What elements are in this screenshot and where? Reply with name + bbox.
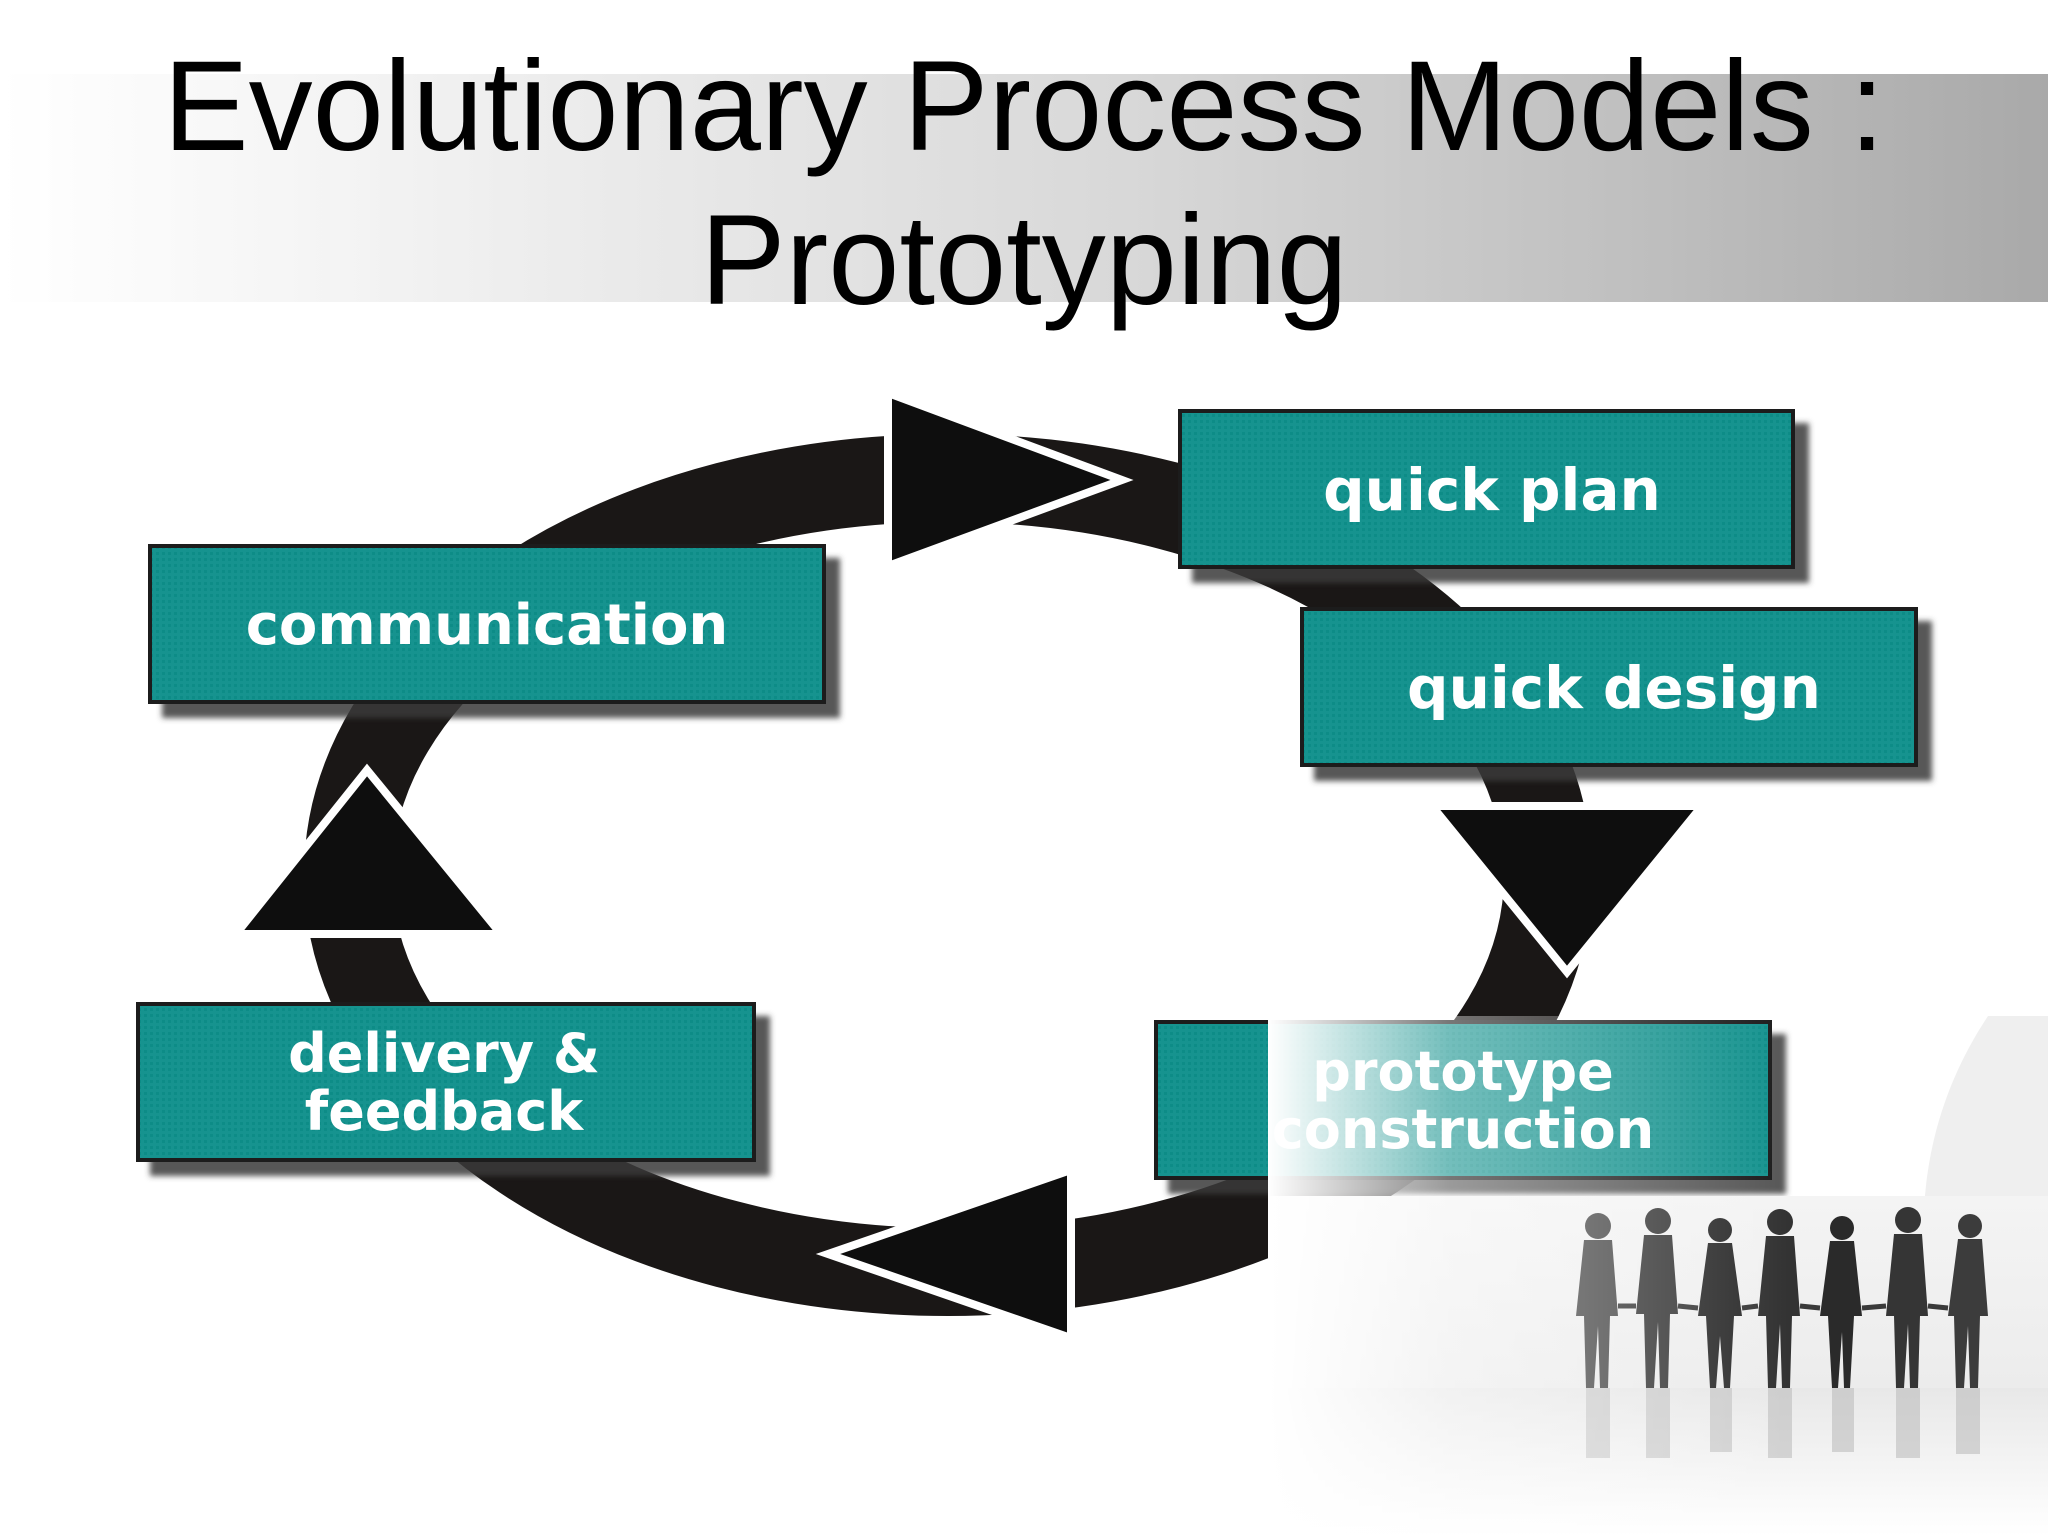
step-delivery-label-line-1: delivery & [288, 1022, 600, 1085]
title-band [0, 74, 2048, 302]
arrow-down-icon [1423, 802, 1711, 979]
step-quick-plan-label: quick plan [1323, 456, 1661, 524]
title-line-2: Prototyping [700, 189, 1348, 332]
step-quick-plan: quick plan [1178, 409, 1795, 569]
step-delivery-feedback: delivery & feedback [136, 1002, 756, 1162]
slide-title: Evolutionary Process Models : Prototypin… [124, 30, 1924, 338]
step-quick-design: quick design [1300, 607, 1918, 767]
arrow-up-icon [227, 763, 510, 938]
step-quick-design-label: quick design [1407, 654, 1821, 722]
title-line-1: Evolutionary Process Models : [163, 35, 1885, 178]
business-people-image [1268, 1016, 2048, 1536]
step-communication-label: communication [246, 593, 729, 658]
arrow-right-icon [884, 387, 1134, 572]
step-communication: communication [148, 544, 826, 704]
step-delivery-label-line-2: feedback [305, 1080, 584, 1143]
arrow-left-icon [815, 1164, 1075, 1344]
